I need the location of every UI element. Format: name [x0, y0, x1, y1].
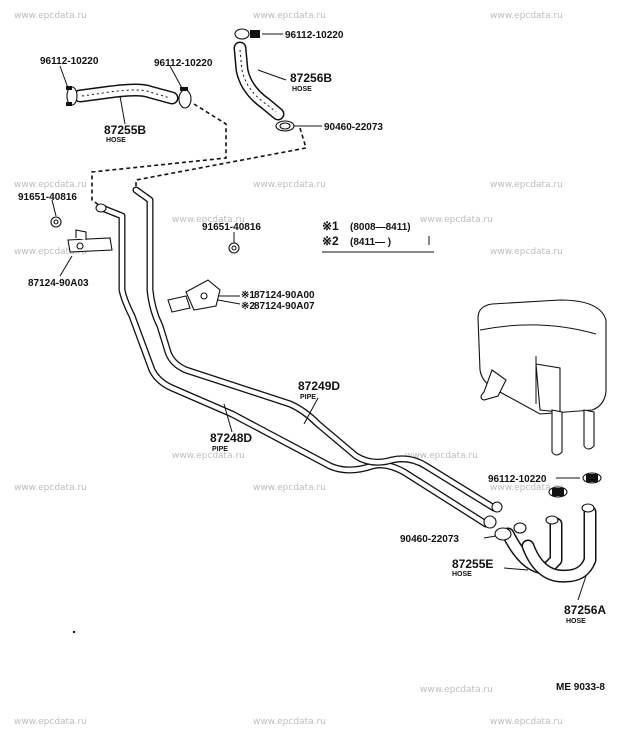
watermark: www.epcdata.ru: [490, 11, 563, 21]
watermark: www.epcdata.ru: [490, 247, 563, 257]
watermark: www.epcdata.ru: [490, 180, 563, 190]
legend-mark-1: ※1: [322, 219, 339, 233]
label-hose-87256a: 87256A: [564, 603, 606, 617]
clamp-top: [234, 28, 260, 40]
pipe-end-lower: [483, 515, 497, 529]
dashed-routing-left: [91, 103, 227, 207]
clamp-left: [66, 86, 78, 106]
watermark: www.epcdata.ru: [14, 717, 87, 727]
hose-87256b: [233, 41, 285, 121]
watermark: www.epcdata.ru: [14, 247, 87, 257]
label-hose-87255b: 87255B: [104, 123, 146, 137]
label-clamp-90460-bottom: 90460-22073: [400, 534, 459, 545]
clamp-right: [178, 87, 192, 109]
label-clamp-tl-a: 96112-10220: [40, 56, 99, 67]
watermark: www.epcdata.ru: [420, 685, 493, 695]
watermark: www.epcdata.ru: [490, 483, 563, 493]
watermark: www.epcdata.ru: [253, 717, 326, 727]
label-hose-87256b: 87256B: [290, 71, 332, 85]
label-clamp-90460-top: 90460-22073: [324, 122, 383, 133]
nut-left: [50, 216, 62, 228]
watermark: www.epcdata.ru: [253, 11, 326, 21]
hose-87256a: [521, 505, 597, 583]
label-nut-left: 91651-40816: [18, 192, 77, 203]
bracket-mid: [167, 279, 221, 313]
pipe-87248d: [98, 204, 490, 528]
label-hose-87255b-name: HOSE: [106, 137, 126, 144]
legend-range-2: (8411— ): [350, 237, 391, 248]
clamps-lower-right: [545, 472, 602, 525]
watermark: www.epcdata.ru: [172, 451, 245, 461]
label-bracket-mid-2: 87124-90A07: [254, 301, 315, 312]
label-bracket-mid-1: 87124-90A00: [254, 290, 315, 301]
watermark-layer: www.epcdata.ru www.epcdata.ru www.epcdat…: [14, 11, 563, 727]
label-clamp-top: 96112-10220: [285, 30, 344, 41]
label-hose-87256a-name: HOSE: [566, 618, 586, 625]
watermark: www.epcdata.ru: [490, 717, 563, 727]
footer-code: ME 9033-8: [556, 682, 605, 693]
watermark: www.epcdata.ru: [253, 483, 326, 493]
watermark: www.epcdata.ru: [172, 215, 245, 225]
clamp-90460-top: [275, 120, 295, 132]
label-clamp-tl-b: 96112-10220: [154, 58, 213, 69]
clamp-90460-bottom: [494, 522, 527, 541]
watermark: www.epcdata.ru: [14, 180, 87, 190]
label-hose-87256b-name: HOSE: [292, 86, 312, 93]
stray-dot: [72, 630, 76, 634]
pipe-87249d: [132, 186, 498, 512]
hose-87255b: [73, 83, 179, 105]
nut-mid: [228, 242, 240, 254]
label-clamp-right: 96112-10220: [488, 474, 547, 485]
dashed-routing-right: [135, 127, 308, 188]
legend-range-1: (8008—8411): [350, 222, 411, 233]
label-pipe-87248d-name: PIPE: [212, 446, 228, 453]
label-bracket-mid-mark-2: ※2: [241, 301, 255, 312]
watermark: www.epcdata.ru: [14, 483, 87, 493]
watermark: www.epcdata.ru: [420, 215, 493, 225]
label-pipe-87249d: 87249D: [298, 379, 340, 393]
watermark: www.epcdata.ru: [253, 180, 326, 190]
legend: ※1 (8008—8411) ※2 (8411— ): [322, 219, 434, 253]
watermark: www.epcdata.ru: [405, 451, 478, 461]
label-bracket-mid-mark-1: ※1: [241, 290, 255, 301]
watermark: www.epcdata.ru: [14, 11, 87, 21]
label-pipe-87249d-name: PIPE: [300, 394, 316, 401]
heater-unit: [477, 299, 607, 456]
label-bracket-left: 87124-90A03: [28, 278, 89, 289]
legend-mark-2: ※2: [322, 234, 339, 248]
bracket-left: [67, 229, 113, 253]
label-nut-mid: 91651-40816: [202, 222, 261, 233]
pipe-end-left: [95, 203, 107, 213]
label-hose-87255e-name: HOSE: [452, 571, 472, 578]
label-pipe-87248d: 87248D: [210, 431, 252, 445]
pipe-end-upper: [491, 501, 503, 513]
label-hose-87255e: 87255E: [452, 557, 493, 571]
